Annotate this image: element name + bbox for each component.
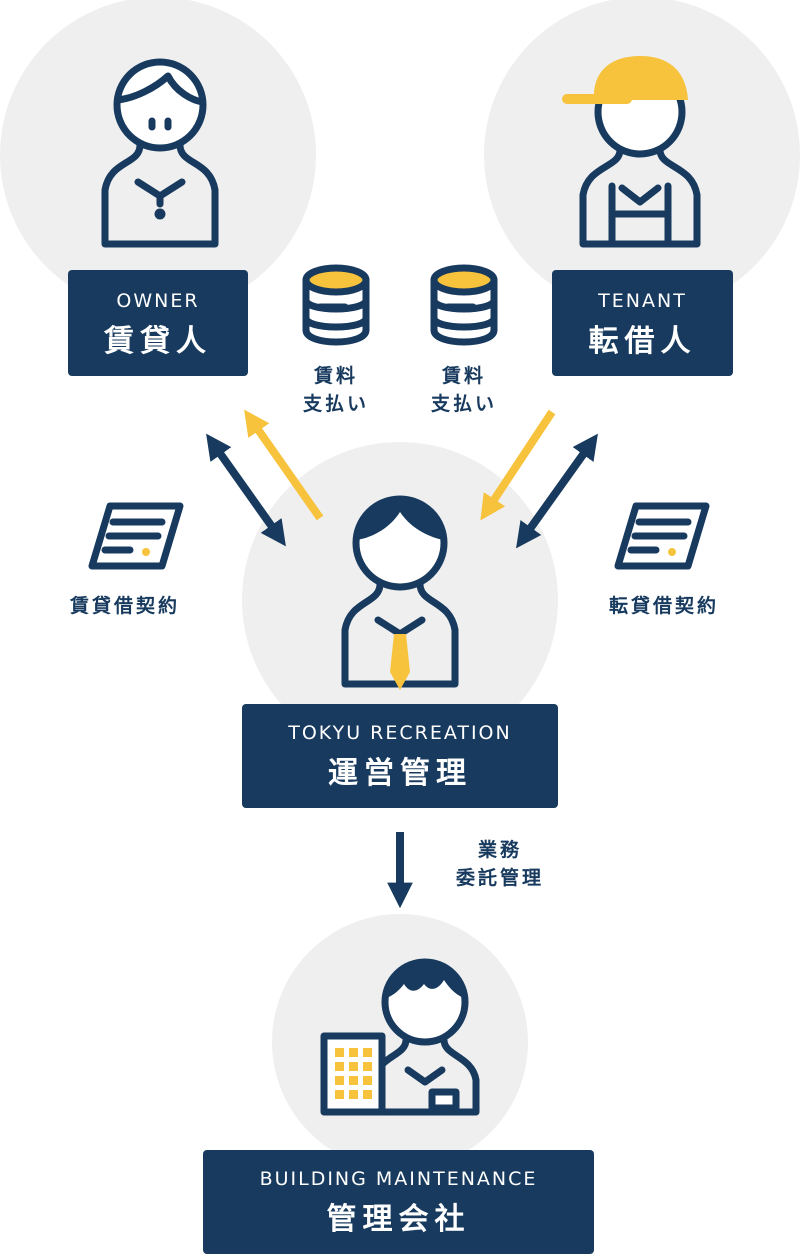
- delegation-label: 業務 委託管理: [455, 839, 544, 889]
- operator-node: TOKYU RECREATION 運営管理: [242, 704, 558, 808]
- coin-stack-icon-right: [430, 264, 498, 346]
- manager-hair: [356, 498, 444, 540]
- owner-person-icon: [101, 58, 219, 248]
- lease-contract-label-right: 転貸借契約: [608, 595, 719, 617]
- lease-arrow-left: [206, 433, 286, 547]
- operator-circle: [242, 442, 558, 758]
- tenant-japanese-label: 転借人: [588, 324, 697, 359]
- owner-japanese-label: 賃貸人: [104, 324, 212, 359]
- owner-node: OWNER 賃貸人: [68, 270, 248, 376]
- maintenance-node: BUILDING MAINTENANCE 管理会社: [203, 1150, 594, 1254]
- contract-seal-right: [668, 548, 676, 556]
- owner-english-label: OWNER: [116, 290, 200, 312]
- tenant-cap-icon: [594, 56, 688, 100]
- rent-payment-label-right: 賃料 支払い: [430, 365, 497, 415]
- lease-contract-label-left: 賃貸借契約: [69, 595, 180, 617]
- tenant-node: TENANT 転借人: [552, 270, 733, 376]
- maintenance-circle: [272, 914, 528, 1170]
- tenant-english-label: TENANT: [598, 290, 687, 312]
- manager-tie-icon: [390, 634, 410, 690]
- rent-payment-label-left: 賃料 支払い: [302, 365, 369, 415]
- lease-arrow-right: [516, 433, 598, 549]
- maintenance-japanese-label: 管理会社: [326, 1202, 471, 1237]
- contract-document-icon-right: [614, 502, 710, 570]
- contract-document-icon-left: [88, 502, 184, 570]
- owner-circle: [0, 0, 316, 313]
- coin-stack-icon-left: [302, 264, 370, 346]
- operator-japanese-label: 運営管理: [328, 756, 472, 791]
- contract-seal-left: [142, 548, 150, 556]
- operator-english-label: TOKYU RECREATION: [288, 722, 512, 744]
- building-icon: [320, 1032, 386, 1116]
- maintenance-english-label: BUILDING MAINTENANCE: [259, 1168, 538, 1190]
- tenant-cap-brim: [562, 94, 632, 104]
- rent-arrow-left: [244, 409, 324, 521]
- maintenance-hair: [386, 962, 464, 998]
